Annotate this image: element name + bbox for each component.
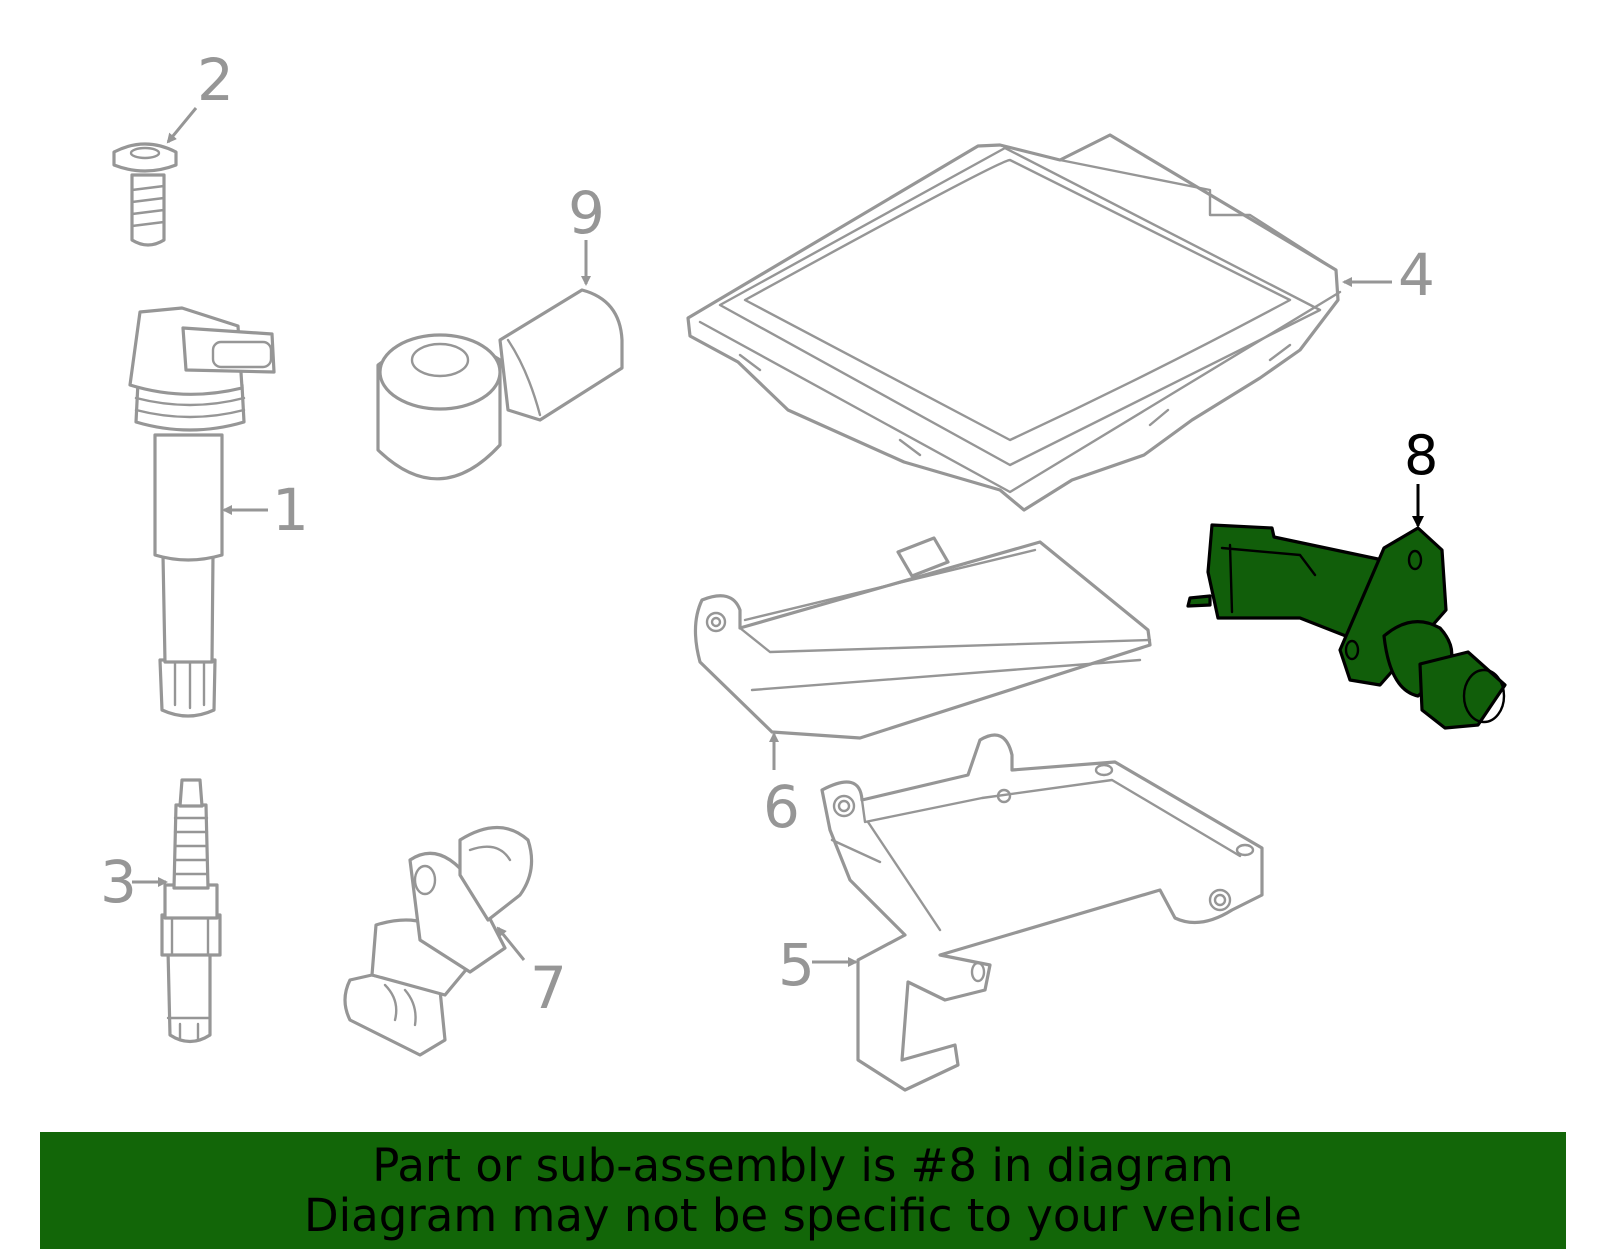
leader-2 bbox=[166, 107, 198, 144]
parts-diagram: 2 1 3 9 bbox=[100, 46, 1507, 1092]
part-3-spark-plug bbox=[160, 778, 222, 1044]
part-5-bracket bbox=[820, 733, 1264, 1092]
info-banner: Part or sub-assembly is #8 in diagram Di… bbox=[40, 1132, 1566, 1249]
callout-9: 9 bbox=[568, 179, 605, 247]
part-4-control-module bbox=[686, 133, 1342, 512]
banner-line-2: Diagram may not be specific to your vehi… bbox=[304, 1188, 1302, 1242]
part-6-shield bbox=[693, 536, 1152, 740]
callout-7: 7 bbox=[530, 954, 567, 1022]
part-1-ignition-coil bbox=[128, 306, 276, 718]
callout-4: 4 bbox=[1398, 241, 1435, 309]
callout-3: 3 bbox=[100, 848, 137, 916]
part-9-knock-sensor bbox=[376, 288, 624, 481]
part-8-camshaft-position-sensor bbox=[1186, 523, 1507, 730]
callout-2: 2 bbox=[197, 46, 234, 114]
callout-6: 6 bbox=[763, 773, 800, 841]
callout-8: 8 bbox=[1404, 424, 1438, 487]
part-2-bolt bbox=[112, 142, 178, 247]
part-7-sensor bbox=[343, 826, 534, 1057]
banner-line-1: Part or sub-assembly is #8 in diagram bbox=[372, 1138, 1234, 1192]
callout-1: 1 bbox=[272, 476, 309, 544]
callout-5: 5 bbox=[778, 931, 815, 999]
leader-7 bbox=[496, 926, 526, 961]
